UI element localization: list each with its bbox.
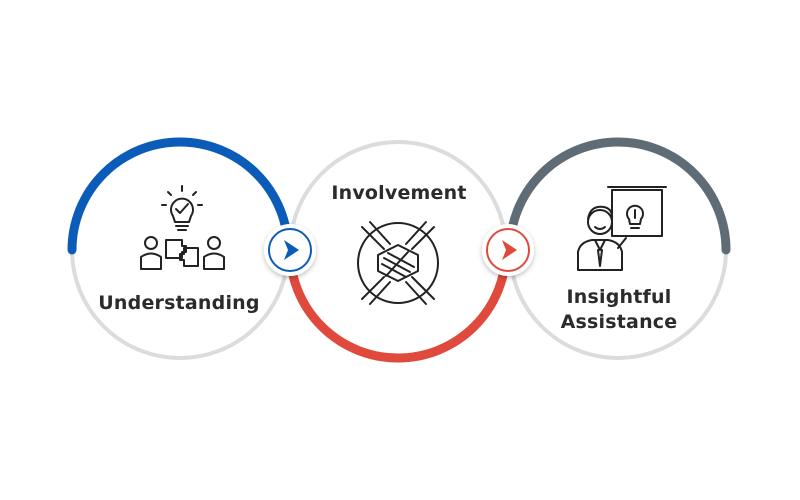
play-arrow-icon (502, 240, 517, 260)
presenter-idea-icon (577, 186, 667, 271)
step-label-understanding: Understanding (98, 292, 260, 314)
team-idea-icon (140, 185, 225, 270)
arc-insightful (505, 137, 731, 255)
connector-2 (482, 224, 534, 276)
step-label-line-2: Assistance (560, 311, 678, 333)
arc-involvement (285, 245, 511, 363)
step-label-insightful-assistance: Insightful Assistance (530, 285, 708, 335)
connector-1 (264, 224, 316, 276)
play-arrow-icon (284, 240, 299, 260)
joined-hands-icon (357, 221, 439, 305)
arc-understanding (67, 137, 293, 255)
step-label-involvement: Involvement (331, 182, 467, 204)
step-label-line-1: Insightful (566, 286, 672, 308)
